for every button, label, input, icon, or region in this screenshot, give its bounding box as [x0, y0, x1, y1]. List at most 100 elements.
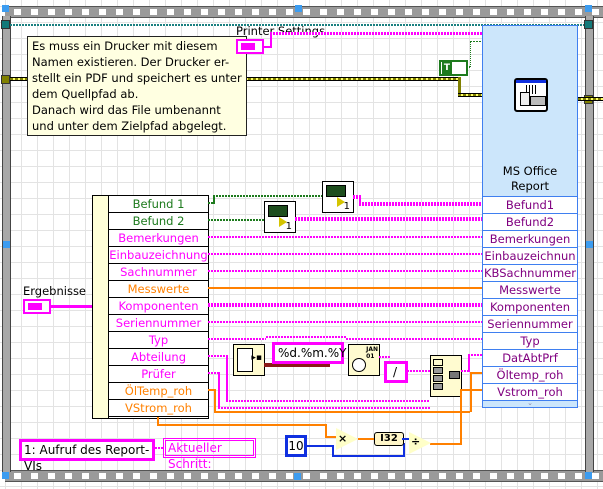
databtprf-wire[interactable]	[468, 354, 470, 372]
befund2-wire[interactable]	[208, 219, 265, 221]
unbundle-element[interactable]: VStrom_roh	[109, 400, 208, 417]
report-input-komponenten[interactable]: Komponenten	[483, 298, 577, 315]
report-input-databtprf[interactable]: DatAbtPrf	[483, 349, 577, 366]
step-string-constant[interactable]: 1: Aufruf des Report-VIs	[19, 439, 155, 473]
befund2-string-wire[interactable]	[295, 217, 482, 221]
report-input-vstrom[interactable]: Vstrom_roh	[483, 383, 577, 401]
databtprf-wire[interactable]	[461, 370, 469, 372]
multiply-node[interactable]	[336, 428, 358, 450]
bemerkungen-wire[interactable]	[208, 236, 482, 238]
frame-resize-handle[interactable]	[295, 5, 302, 12]
bool-wire[interactable]	[470, 41, 472, 67]
befund1-string-wire[interactable]	[359, 202, 482, 206]
unbundle-element[interactable]: Prüfer	[109, 366, 208, 383]
report-input-befund1[interactable]: Befund1	[483, 196, 577, 213]
frame-corner-handle[interactable]	[2, 5, 9, 12]
printer-settings-wire[interactable]	[270, 32, 482, 35]
int-wire[interactable]	[332, 455, 404, 457]
oeltemp-wire[interactable]	[214, 389, 216, 412]
befund1-wire[interactable]	[213, 195, 215, 204]
report-input-kbsachnummer[interactable]: KBSachnummer	[483, 264, 577, 281]
waveform-index-vi[interactable]: 1	[322, 181, 354, 213]
typ-wire[interactable]	[346, 338, 482, 340]
concatenate-strings-node[interactable]	[430, 355, 462, 397]
ergebnisse-wire[interactable]	[51, 305, 96, 308]
vstrom-result-wire[interactable]	[460, 389, 462, 443]
ms-office-report-vi[interactable]: MS Office Report Befund1 Befund2 Bemerku…	[482, 25, 578, 408]
vstrom-wire[interactable]	[157, 417, 159, 424]
waveform-index-vi[interactable]: 1	[264, 201, 296, 233]
printer-settings-wire[interactable]	[264, 46, 270, 48]
pruefer-wire[interactable]	[218, 372, 220, 408]
printer-settings-control[interactable]	[236, 39, 264, 54]
frame-corner-handle[interactable]	[2, 472, 9, 479]
int-wire[interactable]	[332, 445, 334, 456]
oeltemp-wire[interactable]	[214, 411, 470, 413]
to-i32-node[interactable]: I32	[374, 432, 404, 446]
int-wire[interactable]	[403, 443, 405, 457]
unbundle-element[interactable]: ÖlTemp_roh	[109, 383, 208, 400]
sachnummer-wire[interactable]	[208, 270, 482, 272]
vstrom-wire[interactable]	[157, 424, 325, 426]
report-input-typ[interactable]: Typ	[483, 332, 577, 349]
komponenten-wire[interactable]	[208, 303, 482, 307]
seriennummer-wire[interactable]	[208, 321, 482, 323]
date-string-wire[interactable]	[379, 356, 391, 358]
abteilung-wire[interactable]	[226, 355, 228, 401]
abteilung-wire[interactable]	[226, 400, 430, 402]
databtprf-wire[interactable]	[468, 354, 482, 356]
unbundle-element[interactable]: Sachnummer	[109, 264, 208, 281]
step-wire[interactable]	[155, 447, 163, 449]
report-input-messwerte[interactable]: Messwerte	[483, 281, 577, 298]
frame-corner-handle[interactable]	[585, 5, 592, 12]
unbundle-element[interactable]: Einbauzeichnung	[109, 247, 208, 264]
report-input-bemerkungen[interactable]: Bemerkungen	[483, 230, 577, 247]
ergebnisse-control[interactable]	[23, 299, 51, 314]
unbundle-element[interactable]: Seriennummer	[109, 315, 208, 332]
product-wire[interactable]	[358, 438, 376, 440]
expand-chevron-icon[interactable]: ⌄	[527, 399, 533, 407]
oeltemp-wire[interactable]	[470, 372, 482, 374]
path-wire-out[interactable]	[573, 97, 603, 101]
messwerte-wire[interactable]	[208, 287, 482, 289]
int-wire[interactable]	[304, 445, 334, 447]
boolean-true-constant[interactable]: T	[439, 60, 468, 76]
unbundle-element[interactable]: Messwerte	[109, 281, 208, 298]
pruefer-wire[interactable]	[218, 407, 430, 409]
typ-wire[interactable]	[266, 336, 346, 338]
report-input-oeltemp[interactable]: Öltemp_roh	[483, 366, 577, 383]
report-input-einbauzeichnung[interactable]: Einbauzeichnun	[483, 247, 577, 264]
frame-corner-handle[interactable]	[585, 472, 592, 479]
printer-settings-wire[interactable]	[270, 32, 272, 48]
error-tunnel-right[interactable]	[584, 20, 593, 29]
frame-resize-handle[interactable]	[294, 473, 301, 480]
path-tunnel-left[interactable]	[1, 75, 10, 84]
bool-wire[interactable]	[466, 66, 470, 68]
separator-string-constant[interactable]: /	[384, 361, 408, 383]
separator-wire[interactable]	[407, 370, 431, 372]
unbundle-element[interactable]: Typ	[109, 332, 208, 349]
unbundle-element[interactable]: Befund 1	[109, 196, 208, 213]
oeltemp-wire[interactable]	[470, 372, 472, 412]
vstrom-wire[interactable]	[325, 436, 336, 438]
pruefer-wire[interactable]	[208, 372, 218, 374]
befund1-wire[interactable]	[213, 195, 323, 197]
befund1-wire[interactable]	[208, 202, 213, 204]
unbundle-element[interactable]: Komponenten	[109, 298, 208, 315]
frame-resize-handle[interactable]	[586, 241, 593, 248]
divide-node[interactable]	[409, 432, 431, 454]
error-wire[interactable]	[10, 24, 584, 26]
step-indicator[interactable]: Aktueller Schritt:	[163, 438, 256, 471]
abteilung-wire[interactable]	[208, 355, 226, 357]
path-wire[interactable]	[458, 77, 461, 95]
unbundle-element[interactable]: Bemerkungen	[109, 230, 208, 247]
vstrom-wire[interactable]	[325, 424, 327, 436]
error-tunnel-left[interactable]	[1, 20, 10, 29]
einbauzeichnung-wire[interactable]	[208, 253, 482, 255]
unbundle-element[interactable]: Abteilung	[109, 349, 208, 366]
oeltemp-wire[interactable]	[208, 389, 215, 391]
bool-wire[interactable]	[470, 41, 482, 42]
report-input-befund2[interactable]: Befund2	[483, 213, 577, 230]
